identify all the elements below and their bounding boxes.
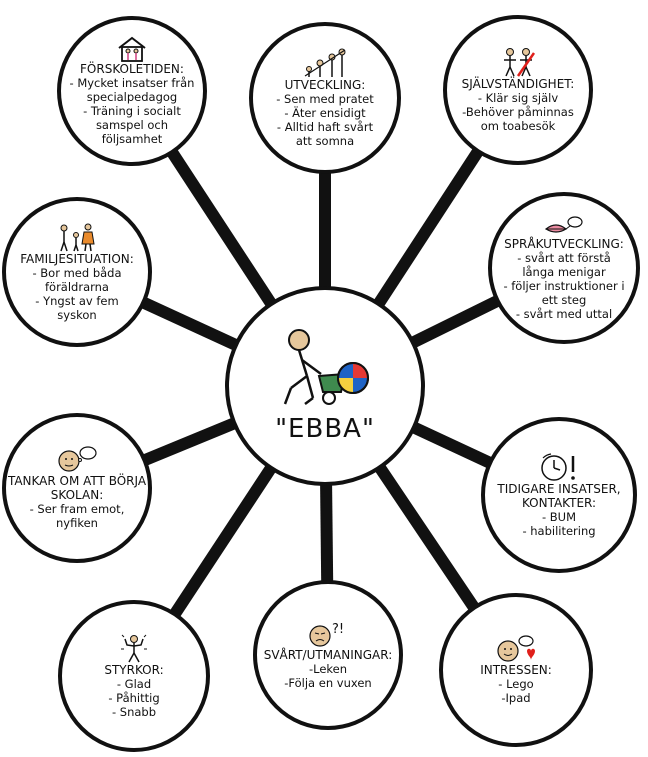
node-tidigare: TIDIGARE INSATSER, KONTAKTER: - BUM - ha… — [481, 417, 637, 573]
node-line: - Bor med båda — [32, 266, 122, 280]
node-line: att somna — [295, 134, 355, 148]
node-line: - Lego — [498, 677, 534, 691]
svg-text:?!: ?! — [332, 622, 344, 637]
speech-mouth-icon — [544, 216, 583, 233]
node-title: STYRKOR: — [104, 663, 164, 677]
heart-thought-icon — [497, 635, 535, 662]
clock-exclamation-icon — [541, 453, 575, 481]
node-utveckling: UTVECKLING: - Sen med pratet - Äter ensi… — [249, 22, 401, 174]
node-line: specialpedagog — [86, 90, 178, 104]
node-line: - Snabb — [111, 705, 157, 719]
node-line: - Träning i socialt — [83, 104, 181, 118]
node-line: om toabesök — [480, 119, 556, 133]
node-lines: - Ser fram emot, nyfiken — [30, 502, 125, 530]
node-lines: - Mycket insatser från specialpedagog - … — [70, 76, 195, 146]
node-line: samspel och — [95, 118, 169, 132]
node-lines: - Lego -Ipad — [498, 677, 533, 705]
node-line: -Ipad — [501, 691, 531, 705]
node-line: - Äter ensidigt — [284, 106, 366, 120]
node-line: - habilitering — [522, 524, 596, 538]
node-title: SVÅRT/UTMANINGAR: — [263, 648, 393, 662]
node-familjesituation: FAMILJESITUATION: - Bor med båda föräldr… — [2, 197, 152, 347]
node-sjalvstandighet: SJÄLVSTÄNDIGHET: - Klär sig själv -Behöv… — [443, 15, 593, 165]
center-circle: "EBBA" — [225, 286, 425, 486]
node-styrkor: STYRKOR: - Glad - Påhittig - Snabb — [58, 600, 210, 752]
node-title: FÖRSKOLETIDEN: — [80, 62, 184, 76]
node-line: - Alltid haft svårt — [276, 120, 374, 134]
node-line: - Påhittig — [108, 691, 160, 705]
node-lines: - svårt att förstå långa menigar - följe… — [503, 251, 624, 321]
node-line: - Ser fram emot, — [29, 502, 125, 516]
node-line: -Följa en vuxen — [284, 676, 372, 690]
node-lines: - Klär sig själv -Behöver påminnas om to… — [462, 91, 574, 133]
node-line: -Behöver påminnas — [462, 105, 574, 119]
node-title: TIDIGARE INSATSER, KONTAKTER: — [497, 482, 621, 510]
family-icon — [60, 223, 95, 252]
node-intressen: INTRESSEN: - Lego -Ipad — [439, 593, 593, 747]
node-line: följsamhet — [101, 132, 163, 146]
house-family-icon — [118, 36, 146, 62]
node-lines: - BUM - habilitering — [522, 510, 595, 538]
node-line: - Klär sig själv — [477, 91, 559, 105]
node-sprakutveckling: SPRÅKUTVECKLING: - svårt att förstå lång… — [488, 192, 640, 344]
node-title: FAMILJESITUATION: — [20, 252, 134, 266]
child-wheelbarrow-icon — [283, 329, 369, 405]
node-line: -Leken — [308, 662, 348, 676]
node-line: - svårt med uttal — [515, 307, 613, 321]
node-line: - Yngst av fem — [35, 294, 119, 308]
node-title: SJÄLVSTÄNDIGHET: — [461, 77, 575, 91]
node-svart: ?! SVÅRT/UTMANINGAR: -Leken -Följa en vu… — [253, 580, 403, 730]
node-forskoletiden: FÖRSKOLETIDEN: - Mycket insatser från sp… — [57, 16, 207, 166]
node-line: ett steg — [541, 293, 587, 307]
node-title: TANKAR OM ATT BÖRJA SKOLAN: — [7, 474, 147, 502]
node-line: nyfiken — [56, 516, 98, 530]
node-line: - Mycket insatser från — [69, 76, 195, 90]
node-line: - Glad — [116, 677, 152, 691]
node-line: långa menigar — [522, 265, 606, 279]
thinking-face-icon — [58, 446, 97, 472]
node-line: - svårt att förstå — [517, 251, 611, 265]
node-title: SPRÅKUTVECKLING: — [504, 237, 624, 251]
center-name: "EBBA" — [275, 414, 375, 444]
node-lines: - Bor med båda föräldrarna - Yngst av fe… — [32, 266, 121, 322]
node-tankar: TANKAR OM ATT BÖRJA SKOLAN: - Ser fram e… — [2, 413, 152, 563]
node-line: - Sen med pratet — [276, 92, 374, 106]
dressing-figures-icon — [504, 48, 536, 77]
growth-figures-icon — [304, 48, 346, 77]
confused-face-icon: ?! — [309, 622, 344, 647]
node-line: - BUM — [541, 510, 577, 524]
node-lines: -Leken -Följa en vuxen — [284, 662, 371, 690]
strong-figure-icon — [121, 634, 147, 663]
node-lines: - Sen med pratet - Äter ensidigt - Allti… — [276, 92, 374, 148]
node-line: syskon — [57, 308, 97, 322]
node-line: - följer instruktioner i — [503, 279, 625, 293]
node-title: INTRESSEN: — [480, 663, 552, 677]
node-title: UTVECKLING: — [284, 78, 366, 92]
node-lines: - Glad - Påhittig - Snabb — [108, 677, 159, 719]
node-line: föräldrarna — [44, 280, 109, 294]
